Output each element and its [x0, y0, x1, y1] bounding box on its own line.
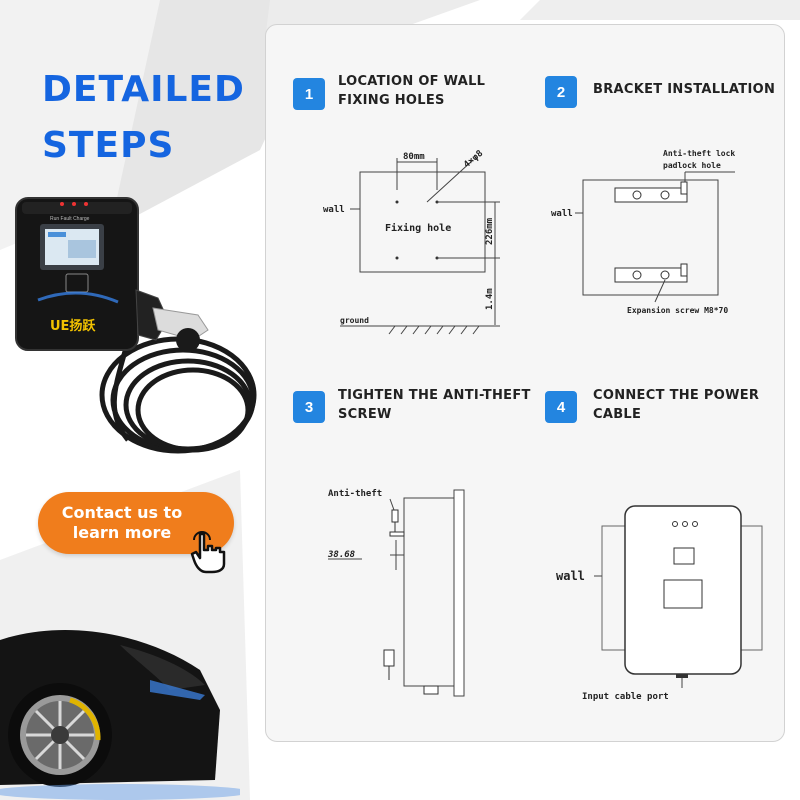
- input-cable-port-label: Input cable port: [582, 692, 669, 702]
- lock-label-line-2: padlock hole: [663, 161, 721, 170]
- svg-text:Run Fault Charge: Run Fault Charge: [50, 216, 90, 222]
- wall-label: wall: [323, 205, 345, 215]
- step-1-number: 1: [293, 78, 325, 110]
- expansion-screw-label: Expansion screw M8*70: [627, 305, 728, 315]
- wall-label: wall: [551, 209, 573, 219]
- contact-us-line-1: Contact us to: [61, 503, 183, 522]
- step-2-title: BRACKET INSTALLATION: [593, 82, 776, 97]
- step-4-title: CONNECT THE POWER CABLE: [593, 388, 760, 422]
- width-dimension-label: 80mm: [403, 152, 425, 162]
- dimension-label: 38.68: [327, 550, 355, 560]
- anti-theft-screw-diagram: Anti-theft 38.68: [327, 488, 465, 697]
- headline-line-1: DETAILED: [42, 69, 245, 110]
- height-dimension-label: 226mm: [485, 217, 495, 245]
- hand-pointer-icon: [190, 531, 226, 574]
- hole-spec-label: 4×φ8: [462, 149, 485, 171]
- charger-brand-logo: UE扬跃: [50, 318, 96, 334]
- step-4-number: 4: [545, 391, 577, 423]
- headline: DETAILED STEPS: [42, 62, 245, 174]
- anti-theft-label: Anti-theft: [328, 488, 382, 499]
- car-image: [0, 630, 240, 800]
- floor-height-label: 1.4m: [485, 288, 495, 310]
- step-1-title: LOCATION OF WALL FIXING HOLES: [338, 74, 486, 108]
- headline-line-2: STEPS: [42, 125, 175, 166]
- contact-us-line-2: learn more: [72, 523, 172, 542]
- fixing-hole-label: Fixing hole: [385, 222, 451, 234]
- ev-charger-image: Run Fault Charge UE扬跃: [15, 197, 257, 454]
- bracket-diagram: Anti-theft lock padlock hole wall Expans…: [551, 148, 735, 315]
- wall-holes-diagram: 80mm 4×φ8 226mm 1.4m wall Fixing hole gr…: [323, 149, 500, 335]
- power-cable-diagram: wall Input cable port: [556, 505, 763, 702]
- lock-label-line-1: Anti-theft lock: [663, 148, 735, 158]
- step-2-number: 2: [545, 76, 577, 108]
- step-3-title: TIGHTEN THE ANTI-THEFT SCREW: [338, 388, 531, 422]
- wall-label: wall: [556, 569, 585, 583]
- step-3-number: 3: [293, 391, 325, 423]
- ground-label: ground: [340, 316, 369, 325]
